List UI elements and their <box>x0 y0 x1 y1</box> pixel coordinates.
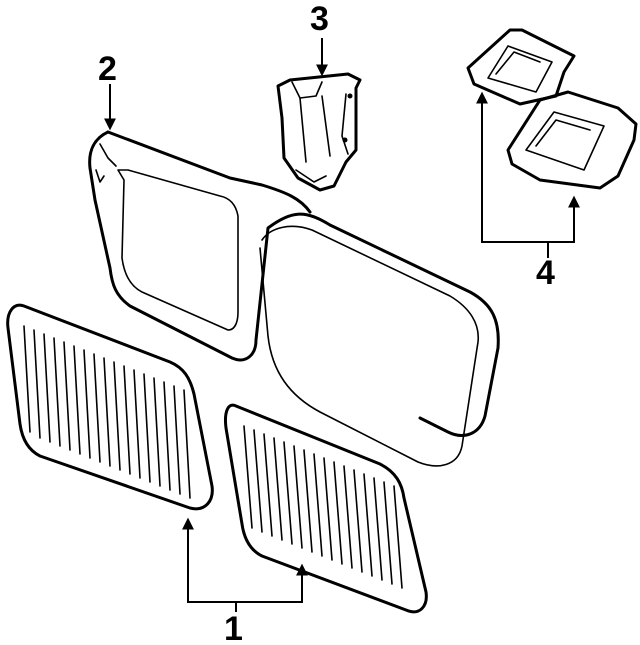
leader-4 <box>476 91 549 258</box>
leader-1b <box>236 563 308 603</box>
grille-insert-left <box>6 303 214 511</box>
brackets-pair-part <box>466 28 638 190</box>
bracket-part <box>276 72 362 192</box>
callout-1: 1 <box>224 610 243 645</box>
leader-4b <box>548 195 580 243</box>
grille-frame <box>88 130 500 467</box>
grille-insert-right <box>224 403 428 614</box>
leader-1 <box>182 517 237 612</box>
callout-4: 4 <box>536 254 555 292</box>
callout-3: 3 <box>310 0 329 38</box>
callout-2: 2 <box>98 50 117 88</box>
leaders <box>104 38 580 612</box>
